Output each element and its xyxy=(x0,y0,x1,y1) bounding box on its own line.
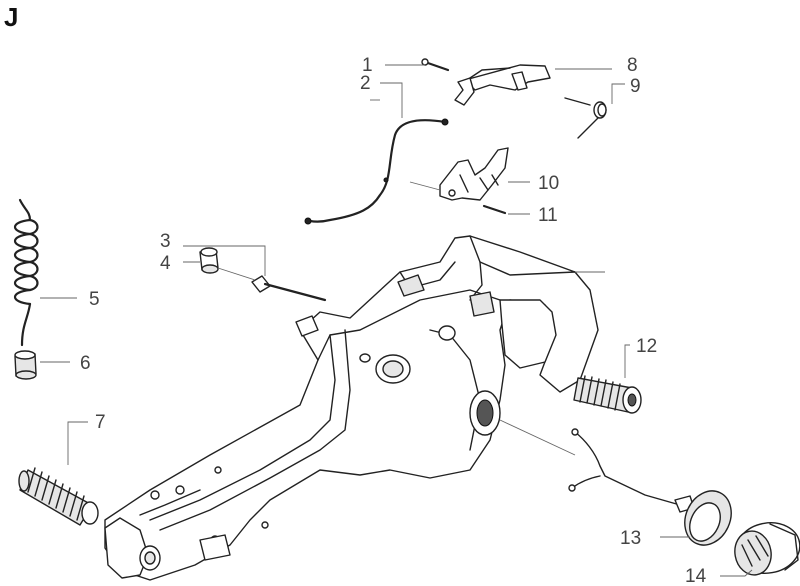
callout-labels: 1 2 3 4 5 6 7 8 9 10 11 12 13 14 xyxy=(80,55,707,586)
part-7-av-spring-left xyxy=(18,467,99,526)
leader-lines xyxy=(40,64,753,577)
part-6-fuel-filter xyxy=(14,350,37,380)
part-5-fuel-hose xyxy=(13,198,39,347)
callout-1: 1 xyxy=(362,55,373,76)
section-letter: J xyxy=(4,2,19,32)
callout-2: 2 xyxy=(360,73,371,94)
part-11-pin xyxy=(482,204,507,215)
part-13-seal-ring xyxy=(684,490,732,546)
part-13-wire-harness xyxy=(568,428,695,513)
part-4-bushing xyxy=(199,247,219,274)
part-3-bolt xyxy=(251,275,327,302)
callout-9: 9 xyxy=(630,76,641,97)
callout-10: 10 xyxy=(538,173,559,194)
callout-8: 8 xyxy=(627,55,638,76)
part-8-throttle-lockout xyxy=(454,64,551,106)
rear-handle-housing xyxy=(104,235,599,581)
part-9-torsion-spring xyxy=(564,97,607,139)
part-1-pin xyxy=(421,58,450,72)
callout-3: 3 xyxy=(160,231,171,252)
callout-13: 13 xyxy=(620,528,641,549)
callout-6: 6 xyxy=(80,353,91,374)
callout-14: 14 xyxy=(685,566,707,586)
part-14-tank-cap xyxy=(734,522,800,576)
part-12-av-spring-right xyxy=(573,375,642,414)
callout-7: 7 xyxy=(95,412,106,433)
callout-12: 12 xyxy=(636,336,657,357)
part-2-throttle-cable xyxy=(304,118,449,225)
part-10-throttle-trigger xyxy=(439,147,509,201)
callout-11: 11 xyxy=(538,205,558,226)
callout-4: 4 xyxy=(160,253,171,274)
callout-5: 5 xyxy=(89,289,100,310)
